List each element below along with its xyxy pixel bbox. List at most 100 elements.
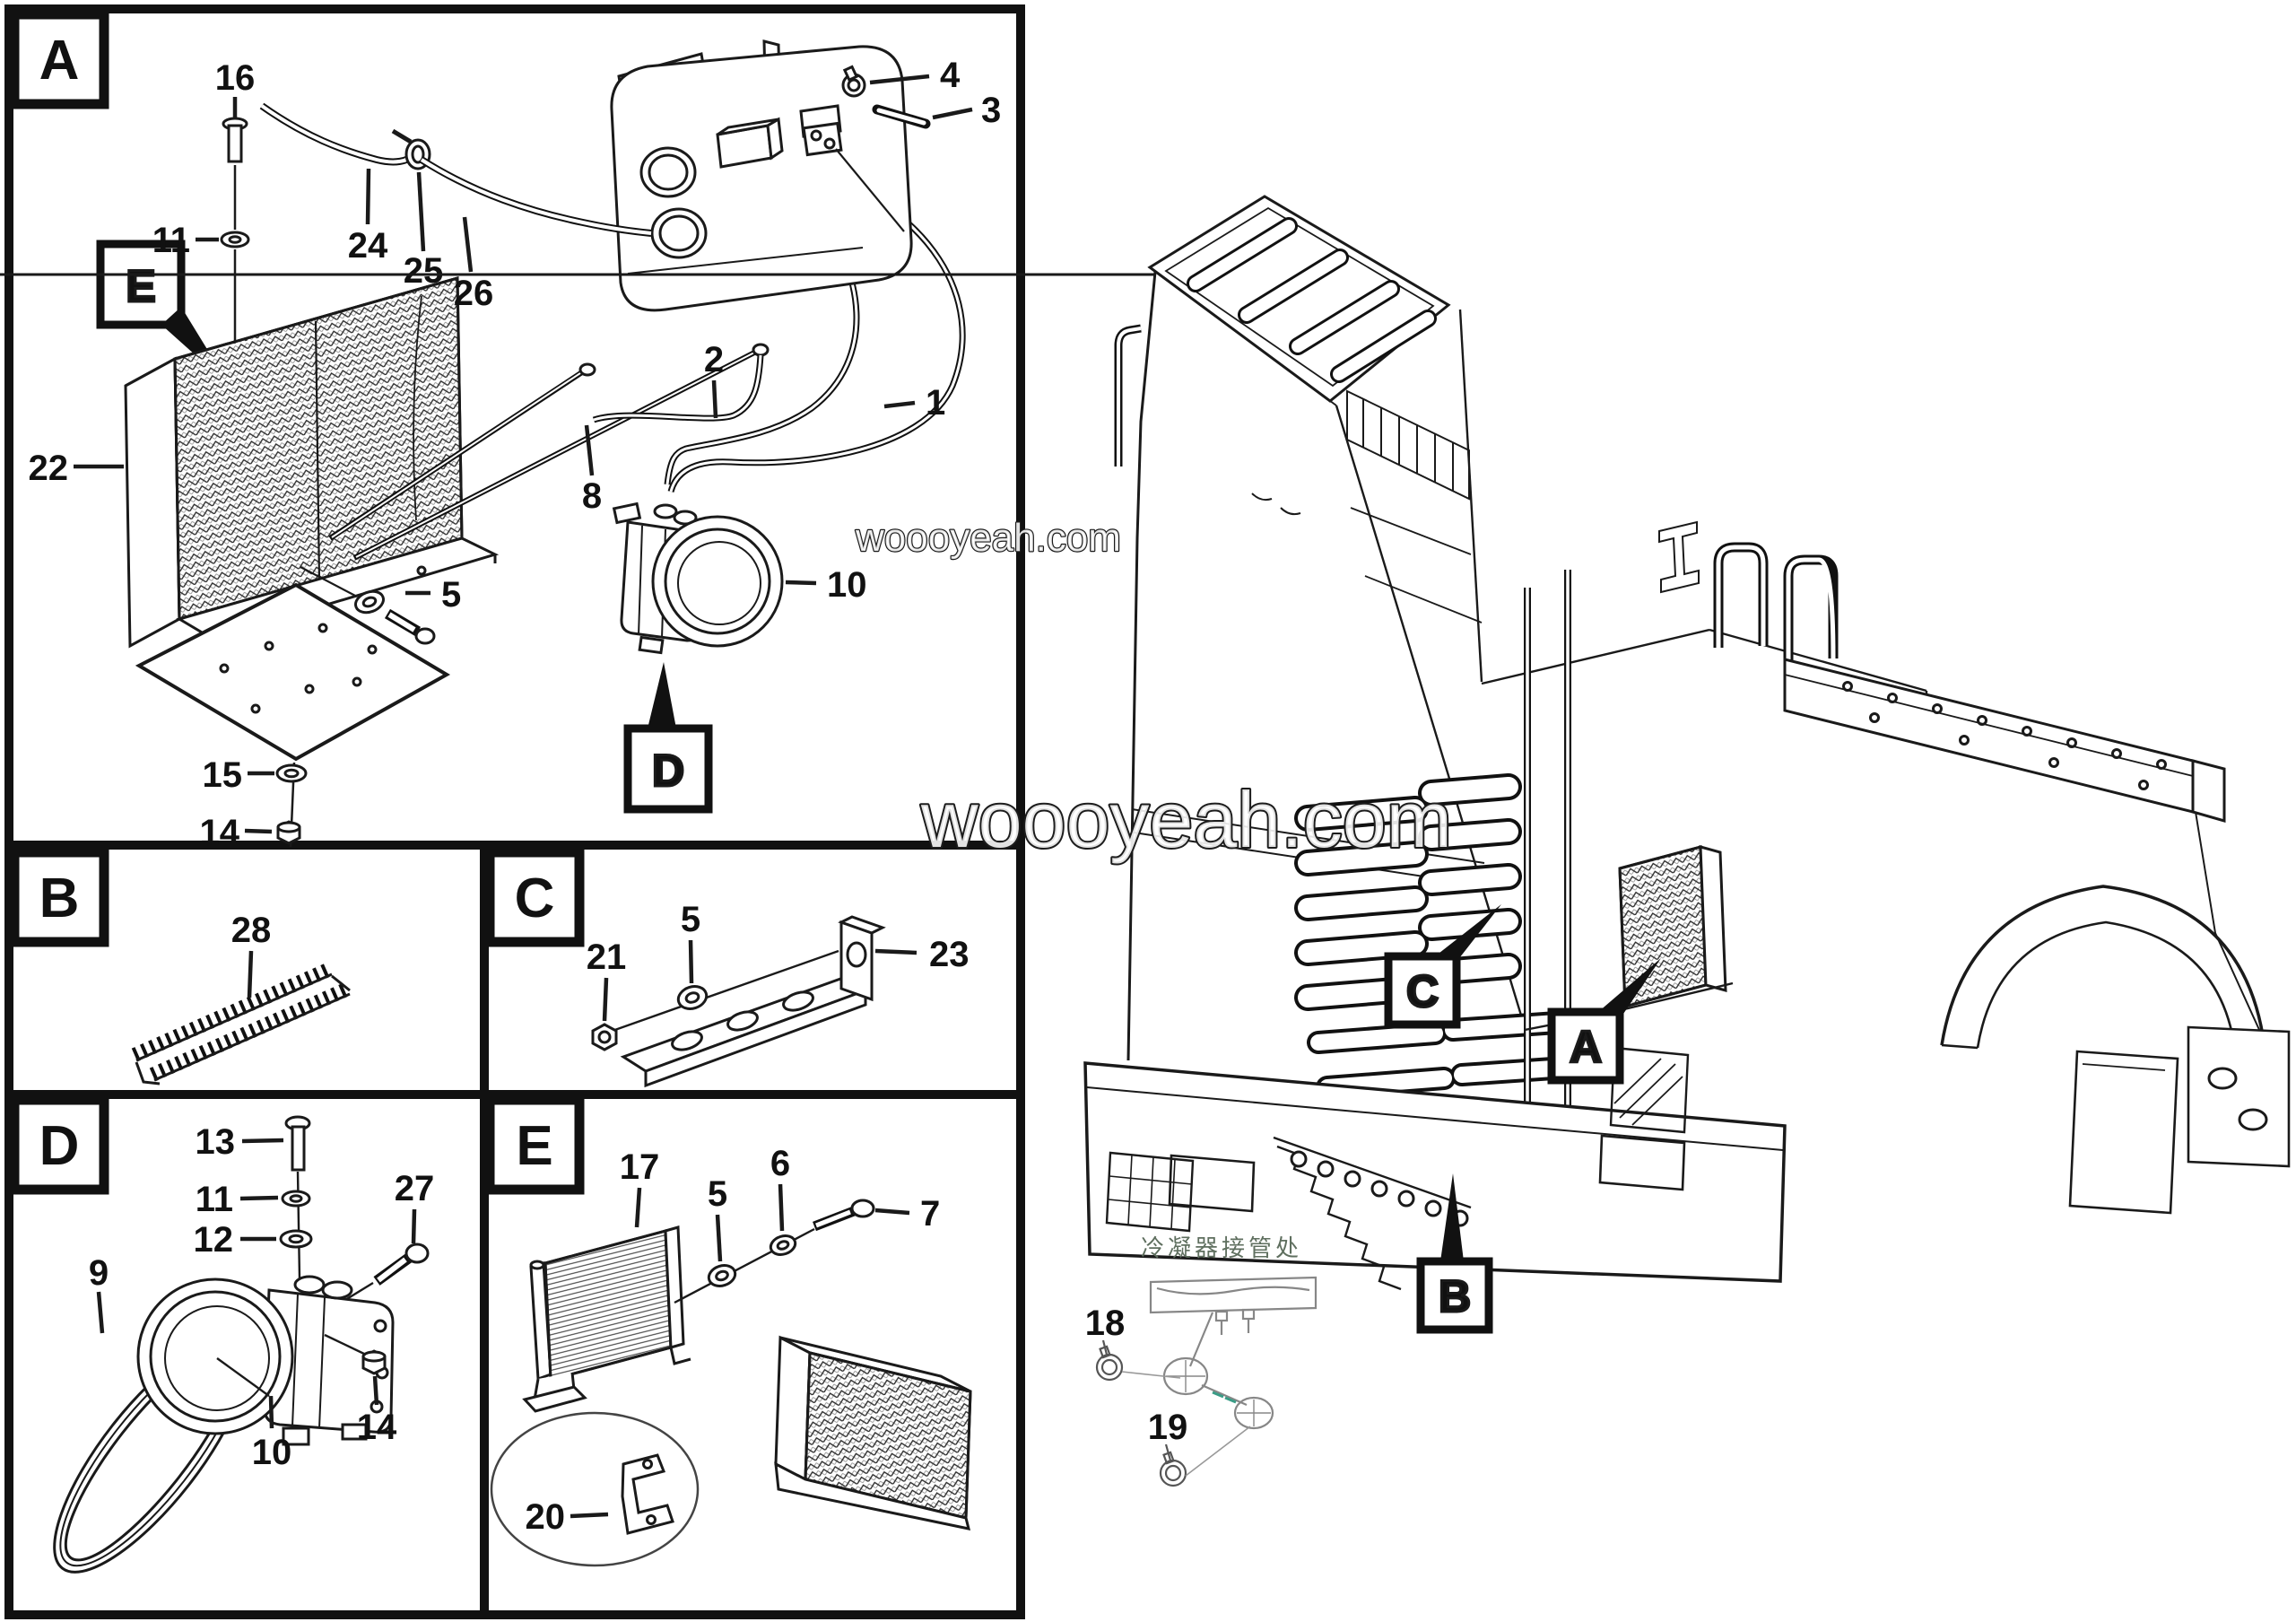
part-label-25: 25 <box>404 251 444 291</box>
part-label-19: 19 <box>1148 1408 1188 1447</box>
panel-b-content: 28 <box>131 911 352 1086</box>
part-label-3: 3 <box>981 91 1001 130</box>
part-label-14d: 14 <box>357 1408 397 1447</box>
condenser-core-17 <box>522 1187 691 1413</box>
section-label-b: B <box>9 847 109 947</box>
section-label-e: E <box>484 1094 585 1195</box>
inset-label-d: D <box>623 662 713 814</box>
detail-plate <box>1149 1276 1318 1335</box>
nut-14d <box>324 1333 387 1406</box>
bolt-7 <box>813 1199 910 1232</box>
panel-d-content: 13 11 12 27 9 10 14 <box>53 1115 434 1574</box>
evaporator-unit <box>610 39 913 312</box>
section-letter-d: D <box>39 1115 80 1177</box>
condenser-22 <box>124 276 500 649</box>
rear-fender <box>1940 811 2291 1215</box>
washer-12 <box>240 1229 313 1249</box>
bumper-step-ladder <box>1273 1136 1472 1291</box>
part-label-22: 22 <box>29 449 69 488</box>
compressor-d-10 <box>136 1275 395 1446</box>
section-letter-c: C <box>515 868 555 929</box>
front-bumper <box>1083 1046 1787 1291</box>
part-label-5: 5 <box>441 575 461 615</box>
truck-callout-b: B <box>1416 1173 1493 1334</box>
section-label-a: A <box>9 9 109 109</box>
part-label-6: 6 <box>770 1144 790 1183</box>
washer-15 <box>248 763 308 783</box>
truck-condenser <box>1605 845 1734 1016</box>
clamp-4 <box>841 65 930 98</box>
hose-1 <box>667 171 966 493</box>
truck-illustration: C A B <box>0 195 2291 1334</box>
inset-circle-20 <box>490 1411 700 1567</box>
inset-label-e: E <box>96 240 230 386</box>
bracket-23 <box>609 915 918 1088</box>
headlight-mesh <box>1105 1151 1195 1233</box>
part-label-1: 1 <box>926 383 945 423</box>
part-label-5e: 5 <box>708 1174 727 1214</box>
watermarks: woooyeah.com woooyeah.com <box>854 515 1454 866</box>
part-label-14: 14 <box>200 813 240 852</box>
part-label-23: 23 <box>929 935 970 974</box>
part-label-16: 16 <box>215 58 256 98</box>
part-label-15: 15 <box>203 755 243 795</box>
roof-ribs <box>1187 217 1437 383</box>
nut-14 <box>244 820 301 845</box>
section-letter-b: B <box>39 868 80 929</box>
detail-pipes <box>1162 1312 1274 1430</box>
part-label-10: 10 <box>827 565 867 605</box>
detail-labels: 18 19 <box>1085 1304 1188 1447</box>
part-label-13: 13 <box>196 1122 236 1162</box>
washer-6 <box>769 1183 797 1256</box>
part-label-10d: 10 <box>252 1433 292 1472</box>
section-label-d: D <box>9 1094 109 1195</box>
part-label-7: 7 <box>920 1194 940 1234</box>
section-letter-a: A <box>39 30 80 92</box>
part-label-27: 27 <box>395 1169 435 1208</box>
evaporator-mesh-box <box>774 1335 972 1530</box>
panel-a-labels: 16 11 22 15 14 5 8 10 2 1 4 3 24 25 26 <box>29 56 1002 852</box>
pipe-8 <box>584 354 764 476</box>
panel-e-frame <box>480 1090 1025 1619</box>
part-label-24: 24 <box>348 226 388 266</box>
clamp-18 <box>1095 1339 1181 1382</box>
panel-e-labels: 17 5 6 7 20 <box>526 1144 941 1537</box>
clamp-19 <box>1159 1426 1251 1487</box>
part-label-2: 2 <box>704 340 724 379</box>
washer-5e <box>707 1214 737 1287</box>
right-lower-grille <box>1609 1046 1690 1134</box>
watermark-small: woooyeah.com <box>855 516 1121 560</box>
connection-detail: 冷凝器接管处 <box>1085 1234 1318 1487</box>
behind-cab-equipment <box>1524 520 1839 1162</box>
part-label-5c: 5 <box>681 900 700 939</box>
bolt-13 <box>241 1115 311 1280</box>
hose-26 <box>419 156 652 273</box>
hose-24 <box>259 102 418 225</box>
part-label-20: 20 <box>526 1497 566 1537</box>
section-label-c: C <box>484 847 585 947</box>
truck-callout-a: A <box>1547 958 1661 1085</box>
truck-callout-c: C <box>1384 904 1501 1029</box>
clamp-25 <box>391 128 431 252</box>
wiring-duct-28 <box>131 950 352 1086</box>
chassis-rail <box>1783 658 2226 823</box>
washer-5c <box>676 939 709 1010</box>
part-label-9: 9 <box>89 1253 109 1293</box>
truck-letter-a: A <box>1570 1022 1602 1072</box>
lock-washer-11d <box>239 1190 311 1208</box>
part-label-11d: 11 <box>196 1180 233 1219</box>
washer-11 <box>196 231 250 249</box>
truck-letter-b: B <box>1439 1271 1471 1321</box>
nut-21 <box>591 977 618 1051</box>
panel-e-content: 17 5 6 7 20 <box>490 1144 972 1567</box>
panel-c-labels: 21 5 23 <box>587 900 970 977</box>
part-label-11: 11 <box>152 221 190 260</box>
part-label-28: 28 <box>231 911 272 950</box>
panel-a-content: E <box>29 39 1002 852</box>
panel-d-labels: 13 11 12 27 9 10 14 <box>89 1122 434 1472</box>
tie-rods <box>328 343 770 561</box>
section-letter-e: E <box>516 1115 552 1177</box>
part-label-4: 4 <box>940 56 961 95</box>
